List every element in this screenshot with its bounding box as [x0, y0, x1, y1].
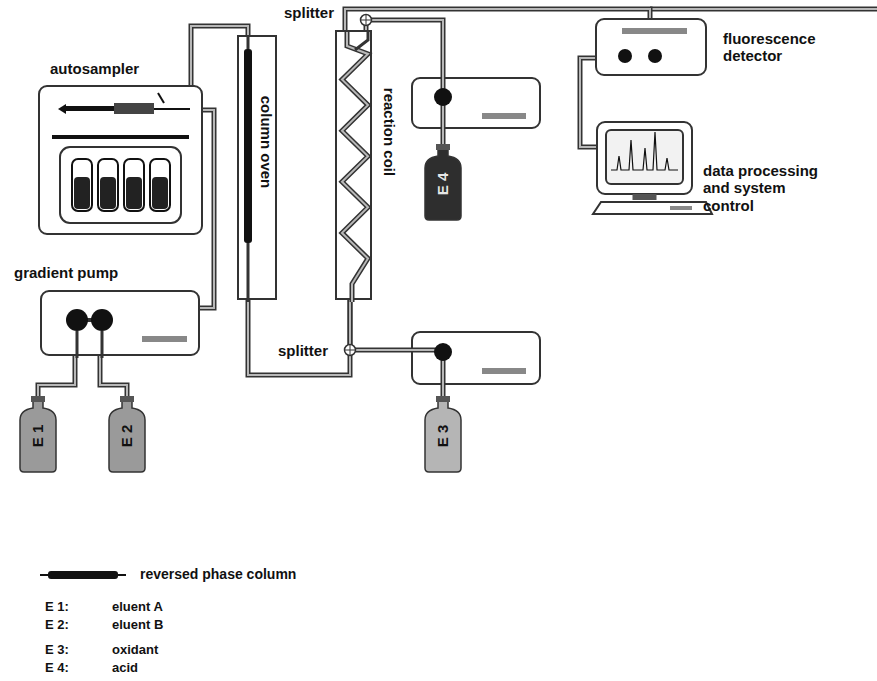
- node-label: E 4: [434, 173, 451, 196]
- bottle-outline: [425, 148, 461, 220]
- tubing: [248, 300, 350, 375]
- pump-display: [482, 368, 526, 374]
- bottle-cap: [436, 396, 450, 402]
- legend-key: E 3:: [45, 643, 69, 658]
- autosampler-drawing: [40, 87, 205, 237]
- bottle-outline: [109, 400, 145, 472]
- column-oven: column oven: [237, 35, 277, 300]
- node-label: E 3: [434, 425, 451, 448]
- eluent-bottle: E 2: [106, 400, 148, 472]
- tubing-core: [350, 300, 443, 400]
- bottle-cap: [436, 144, 450, 150]
- legend-value: oxidant: [112, 643, 158, 658]
- outlet-tube-core: [650, 8, 877, 10]
- tubing-core: [366, 20, 443, 148]
- pump-housing: [412, 332, 540, 384]
- splitter-label: splitter: [278, 342, 328, 359]
- reagent-bottle: E 4: [422, 148, 464, 220]
- bottle-cap: [120, 396, 134, 402]
- node-label: fluorescence detector: [723, 30, 835, 65]
- node-label: data processing and system control: [703, 162, 838, 214]
- tube-group: [38, 356, 75, 400]
- computer-monitor: data processing and system control: [597, 122, 692, 194]
- tube-group: [366, 20, 443, 148]
- bottle-cap: [31, 396, 45, 402]
- detector-front: [618, 28, 687, 63]
- tube-group: [350, 300, 443, 400]
- tubing-core: [248, 300, 350, 375]
- sampler-mechanism: [52, 93, 190, 223]
- bottle-outline: [20, 400, 56, 472]
- legend-value: acid: [112, 661, 138, 676]
- column-in-oven: [244, 37, 252, 302]
- node-label: reaction coil: [380, 88, 397, 176]
- reaction-coil: reaction coil: [335, 30, 372, 300]
- node-label: E 2: [118, 425, 135, 448]
- tubing-core: [38, 356, 75, 400]
- computer-drawing: [593, 122, 712, 214]
- legend-text: reversed phase column: [140, 566, 296, 582]
- node-label: column oven: [257, 96, 274, 189]
- gradient-pump-unit: gradient pump: [40, 290, 200, 356]
- legend-value: eluent A: [112, 600, 163, 615]
- pump-drawing: [42, 292, 202, 358]
- legend-key: E 2:: [45, 618, 69, 633]
- node-label: autosampler: [50, 60, 139, 77]
- legend-value: eluent B: [112, 618, 163, 633]
- pump-housing: [412, 78, 540, 128]
- tube-group: [580, 58, 597, 147]
- tube-group: [248, 300, 350, 375]
- pump-head: [434, 343, 452, 361]
- tubing: [100, 356, 127, 400]
- pump-display: [482, 113, 526, 119]
- splitter-label: splitter: [284, 4, 334, 21]
- coil-drawing: [337, 32, 374, 302]
- tubing: [38, 356, 75, 400]
- node-label: E 1: [29, 425, 46, 448]
- tubing-core: [100, 356, 127, 400]
- reagent-bottle: E 3: [422, 400, 464, 472]
- pump-head: [434, 88, 452, 106]
- pump-heads: [66, 309, 187, 358]
- node-label: gradient pump: [14, 264, 118, 281]
- tubing-core: [580, 58, 597, 147]
- tube-group: [100, 356, 127, 400]
- legend-key: E 4:: [45, 661, 69, 676]
- autosampler-unit: autosampler: [38, 85, 203, 235]
- legend-key: E 1:: [45, 600, 69, 615]
- column-symbol: [40, 567, 126, 583]
- tubing: [580, 58, 597, 147]
- legend-row: reversed phase column: [40, 566, 370, 584]
- bottle-outline: [425, 400, 461, 472]
- computer-drawing: [597, 122, 692, 194]
- splitter-symbol: [345, 345, 356, 356]
- splitter-symbol: [361, 15, 372, 26]
- detector-drawing: [597, 20, 709, 78]
- coil-windings: [342, 32, 368, 302]
- tubing: [366, 20, 443, 148]
- eluent-bottle: E 1: [17, 400, 59, 472]
- fluorescence-detector: fluorescence detector: [595, 18, 707, 76]
- tubing: [350, 300, 443, 400]
- outlet-tube: [650, 7, 877, 12]
